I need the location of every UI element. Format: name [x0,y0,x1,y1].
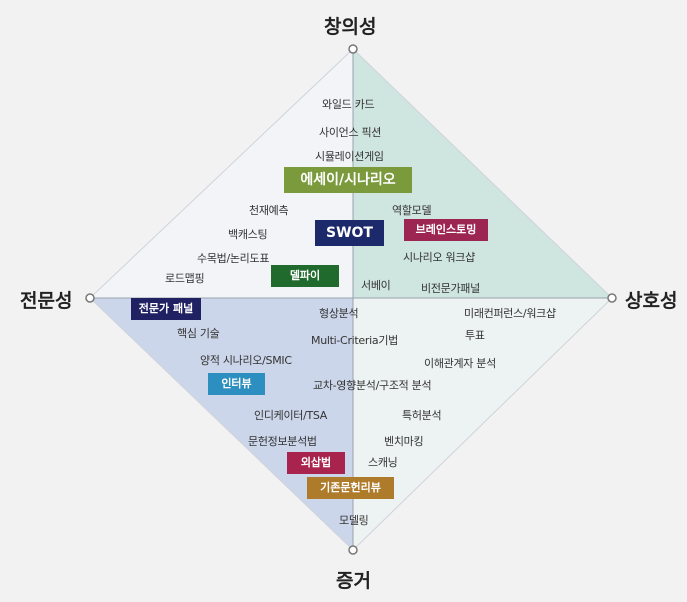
method-box-essay-scenario: 에세이/시나리오 [284,167,412,193]
node-left [85,293,95,303]
method-wildcard: 와일드 카드 [322,98,375,111]
axis-label-creativity: 창의성 [324,16,377,38]
method-modelling: 모델링 [339,514,369,527]
method-cross-impact: 교차-영향분석/구조적 분석 [313,379,432,392]
method-backcasting: 백캐스팅 [228,228,268,241]
method-morphological: 형상분석 [319,307,359,320]
method-patent: 특허분석 [402,409,442,422]
method-indicators: 인디케이터/TSA [254,409,328,422]
method-box-literature-review: 기존문헌리뷰 [307,477,394,499]
method-key-tech: 핵심 기술 [177,327,220,340]
method-box-extrapolation: 외삽법 [287,452,345,474]
method-multi-criteria: Multi-Criteria기법 [311,334,398,347]
method-benchmarking: 벤치마킹 [384,435,424,448]
method-box-swot: SWOT [315,220,384,246]
node-right [607,293,617,303]
method-simulation: 시뮬레이션게임 [315,150,384,163]
node-top [348,44,358,54]
method-scanning: 스캐닝 [368,456,398,469]
node-bottom [348,545,358,555]
method-genius: 천재예측 [249,204,289,217]
method-quant-scenario: 양적 시나리오/SMIC [200,354,292,367]
method-non-expert-panel: 비전문가패널 [421,282,480,295]
axis-label-expertise: 전문성 [20,290,73,312]
method-scifi: 사이언스 픽션 [319,126,382,139]
method-box-brainstorming: 브레인스토밍 [404,219,488,241]
method-future-workshop: 미래컨퍼런스/워크샵 [464,307,556,320]
method-box-delphi: 델파이 [271,265,339,287]
method-box-expert-panel: 전문가 패널 [131,298,201,320]
method-survey: 서베이 [361,279,391,292]
method-stakeholder: 이해관계자 분석 [424,357,496,370]
axis-label-evidence: 증거 [336,570,371,592]
method-voting: 투표 [465,329,485,342]
method-box-interview: 인터뷰 [208,373,265,395]
method-role-model: 역할모델 [392,204,432,217]
method-scenario-workshop: 시나리오 워크샵 [403,251,475,264]
method-roadmap-logic: 수목법/논리도표 [197,252,270,265]
method-roadmapping: 로드맵핑 [165,272,205,285]
method-bibliometrics: 문헌정보분석법 [248,435,317,448]
axis-label-interaction: 상호성 [625,290,678,312]
